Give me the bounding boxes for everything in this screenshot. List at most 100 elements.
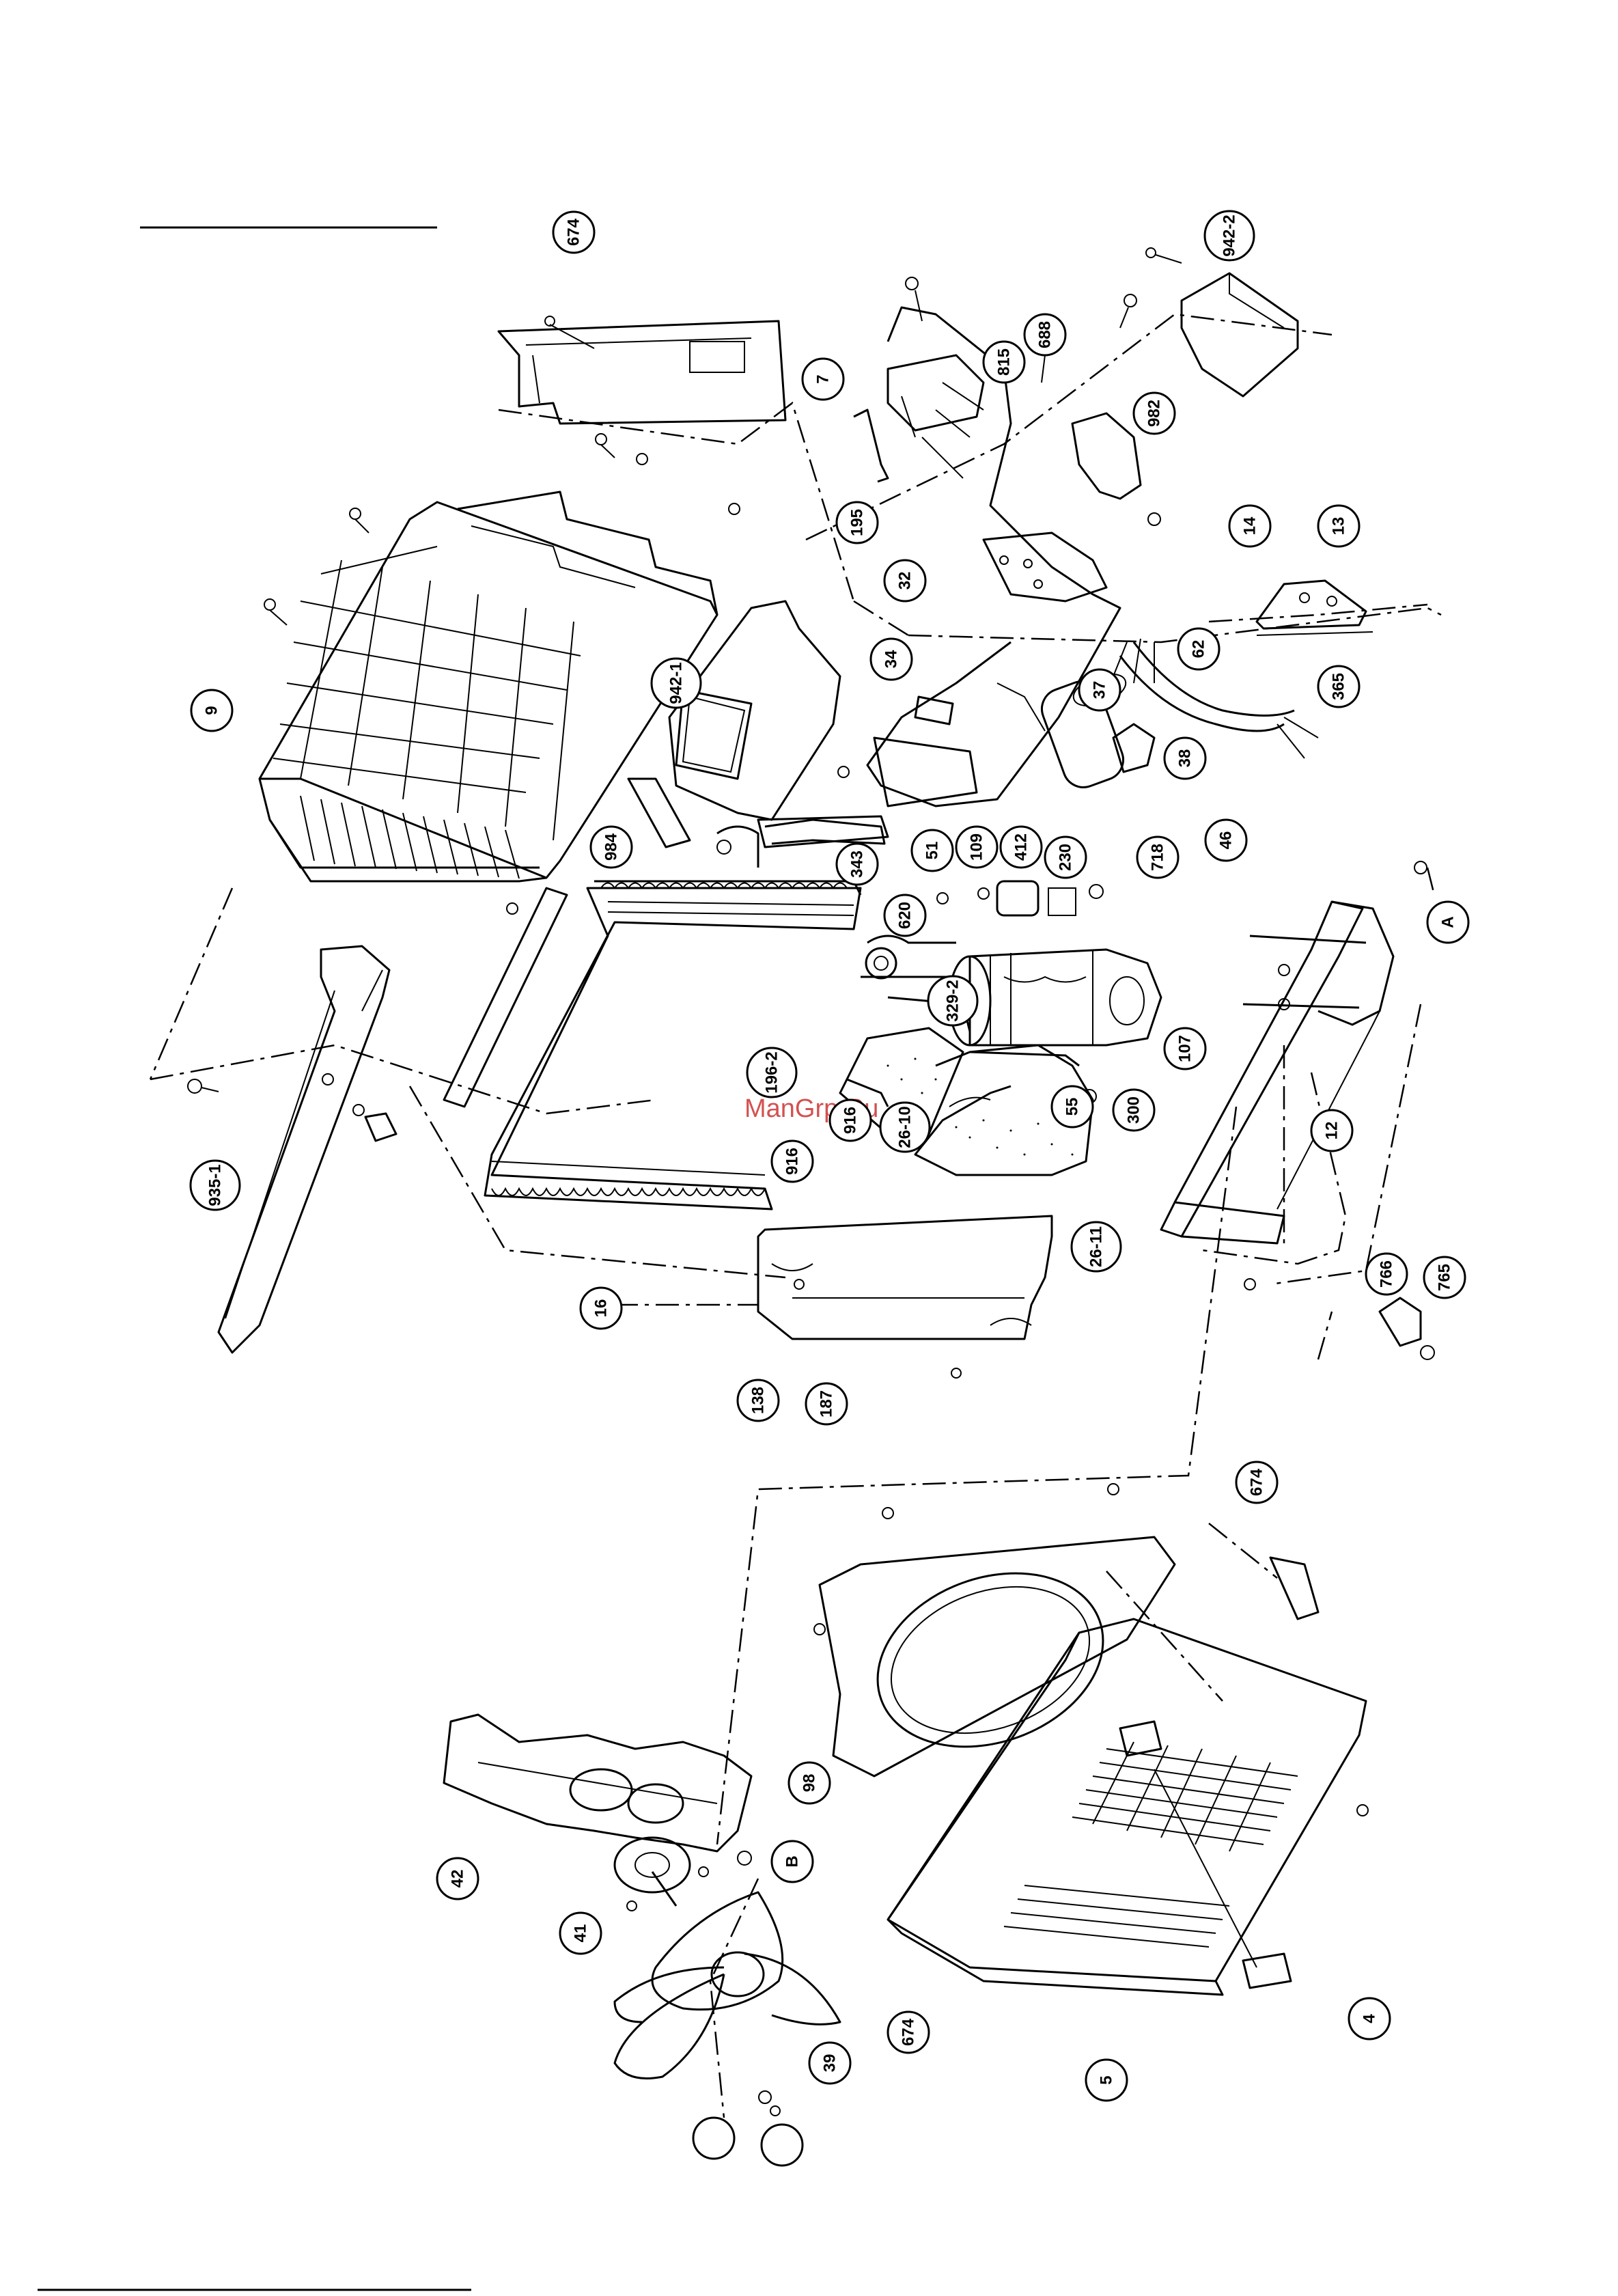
side-panel-part-9	[260, 492, 717, 881]
callout-329-2: 329-2	[928, 976, 977, 1025]
callout-label: 5	[1098, 2075, 1116, 2084]
callout-37: 37	[1079, 669, 1120, 710]
callout-label: 329-2	[944, 980, 962, 1021]
callout-label: 688	[1036, 321, 1055, 348]
callout-984: 984	[591, 827, 632, 868]
partition-part-138	[758, 1216, 1052, 1378]
fan-motor-part-41	[615, 1838, 751, 1911]
compressor-part-46	[949, 950, 1161, 1045]
bracket-parts-13-14-365	[1257, 581, 1373, 635]
callout-label: 815	[995, 348, 1014, 376]
callout-label: 38	[1176, 749, 1195, 768]
callout-688: 688	[1024, 314, 1065, 355]
callout-label: 39	[821, 2054, 839, 2073]
callout-label: 55	[1063, 1098, 1082, 1116]
callout-label: 109	[968, 833, 986, 861]
callout-765: 765	[1424, 1257, 1465, 1298]
callout-107: 107	[1164, 1028, 1205, 1069]
nameplate-leader	[1154, 1769, 1257, 1967]
callout-label: B	[783, 1855, 802, 1867]
callout-34: 34	[871, 639, 912, 680]
callout-32: 32	[884, 560, 925, 601]
callout-916: 916	[772, 1141, 813, 1182]
callout-label: 674	[565, 218, 583, 246]
callout-982: 982	[1134, 393, 1175, 434]
electric-box-part-32-34	[867, 307, 1120, 806]
callout-label: 41	[572, 1924, 590, 1943]
callout-label: 9	[203, 706, 221, 715]
callout-674: 674	[888, 2012, 929, 2053]
callout-343: 343	[837, 844, 878, 885]
callout-766: 766	[1366, 1254, 1407, 1295]
callout-12: 12	[1311, 1110, 1352, 1151]
callout-412: 412	[1001, 827, 1042, 868]
callout-circle	[693, 2118, 734, 2159]
callout-label: 982	[1145, 400, 1164, 427]
callout-674: 674	[553, 212, 594, 253]
callout-label: 42	[449, 1870, 467, 1888]
callout-label: 942-2	[1221, 215, 1239, 256]
callout-41: 41	[560, 1913, 601, 1954]
callout-365: 365	[1318, 666, 1359, 707]
callout-B: B	[772, 1841, 813, 1882]
callout-195: 195	[837, 502, 878, 543]
callout-label: A	[1439, 916, 1457, 928]
callout-label: 26-11	[1087, 1226, 1106, 1267]
callout-14: 14	[1229, 506, 1270, 547]
top-panel-part-7	[499, 316, 785, 424]
callout-300: 300	[1113, 1090, 1154, 1131]
callout-109: 109	[956, 827, 997, 868]
callout-label: 765	[1436, 1264, 1454, 1291]
callout-blank	[762, 2125, 803, 2166]
callout-label: 107	[1176, 1035, 1195, 1062]
callout-46: 46	[1205, 820, 1246, 861]
callout-label: 916	[841, 1107, 860, 1134]
front-panel-part-5	[888, 1619, 1368, 1995]
callout-label: 7	[814, 374, 833, 383]
callout-label: 51	[923, 842, 942, 860]
callout-51: 51	[912, 830, 953, 871]
callout-label: 230	[1057, 844, 1075, 871]
callout-4: 4	[1349, 1998, 1390, 2039]
callout-A: A	[1427, 902, 1468, 943]
box-part-942-2	[1146, 248, 1298, 396]
callout-718: 718	[1137, 837, 1178, 878]
callout-138: 138	[738, 1380, 779, 1421]
drain-parts-765-766	[1380, 1298, 1434, 1359]
callout-blank	[693, 2118, 734, 2159]
callout-187: 187	[806, 1383, 847, 1424]
base-pan-part-12	[1161, 861, 1427, 1290]
callout-label: 942-1	[667, 662, 686, 704]
callout-label: 984	[602, 833, 621, 861]
callout-label: 674	[899, 2018, 918, 2046]
propeller-fan-part-39	[615, 1892, 840, 2116]
rear-panel-part-935-1	[188, 946, 396, 1353]
callout-label: 13	[1330, 517, 1348, 536]
callout-196-2: 196-2	[747, 1048, 796, 1097]
callout-label: 365	[1330, 673, 1348, 700]
callout-label: 14	[1241, 516, 1259, 535]
wire-clip-part-195	[854, 410, 888, 482]
callout-label: 34	[882, 650, 901, 668]
callout-916: 916	[830, 1100, 871, 1141]
callout-942-2: 942-2	[1205, 211, 1254, 260]
callout-620: 620	[884, 895, 925, 936]
callout-label: 138	[749, 1387, 768, 1414]
callout-42: 42	[437, 1858, 478, 1899]
callout-label: 766	[1378, 1260, 1396, 1288]
callout-label: 32	[896, 572, 915, 590]
callout-label: 916	[783, 1148, 802, 1175]
part-callouts: 67479942-26888159821953234942-1141362365…	[191, 211, 1468, 2166]
callout-label: 718	[1149, 844, 1167, 871]
callout-label: 412	[1012, 833, 1031, 861]
callout-label: 4	[1361, 2014, 1379, 2023]
callout-label: 46	[1217, 831, 1236, 850]
callout-26-11: 26-11	[1072, 1222, 1121, 1271]
callout-13: 13	[1318, 506, 1359, 547]
motor-bracket-part-42	[444, 1715, 751, 1851]
callout-label: 196-2	[763, 1051, 781, 1093]
callout-9: 9	[191, 690, 232, 731]
nameplate-part-4	[1243, 1954, 1291, 1988]
callout-38: 38	[1164, 738, 1205, 779]
